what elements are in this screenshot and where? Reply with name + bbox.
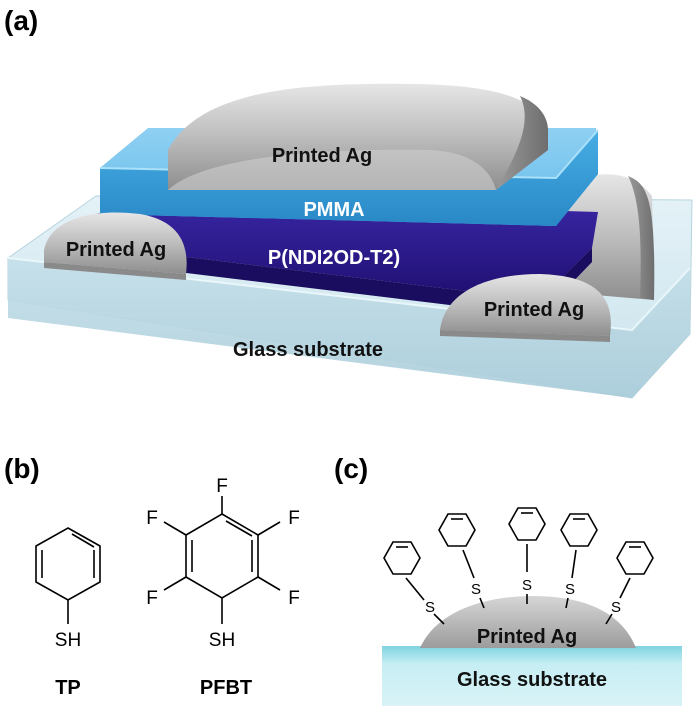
thiol-molecule-1: S	[383, 541, 445, 625]
sulfur-5: S	[611, 599, 621, 616]
pfbt-f-upper-left: F	[146, 508, 158, 529]
sulfur-2: S	[471, 581, 481, 598]
pfbt-thiol: SH	[209, 630, 235, 651]
thiol-molecule-5: S	[605, 541, 654, 625]
pfbt-f-lower-left: F	[146, 588, 158, 609]
sulfur-1: S	[425, 599, 435, 616]
pmma-label: PMMA	[303, 199, 364, 221]
pfbt-f-top: F	[216, 476, 228, 497]
semiconductor-label: P(NDI2OD-T2)	[268, 247, 400, 269]
pfbt-f-upper-right: F	[288, 508, 300, 529]
panel-c-label: (c)	[334, 453, 368, 484]
substrate-label-c: Glass substrate	[457, 669, 607, 691]
panel-b-label: (b)	[4, 453, 40, 484]
glass-substrate-c	[382, 646, 682, 706]
left-electrode	[44, 212, 187, 280]
tp-name: TP	[55, 677, 81, 699]
left-electrode-label: Printed Ag	[66, 239, 166, 261]
tp-molecule: SH TP	[35, 527, 101, 699]
pfbt-f-lower-right: F	[288, 588, 300, 609]
sam-schematic: Printed Ag Glass substrate S S S	[382, 507, 682, 706]
pfbt-molecule: F F F F F SH PFBT	[146, 476, 300, 699]
top-electrode	[168, 83, 548, 190]
right-front-electrode	[440, 274, 611, 342]
top-electrode-label: Printed Ag	[272, 145, 372, 167]
thiol-molecule-3: S	[508, 507, 546, 604]
tp-thiol: SH	[55, 630, 81, 651]
thiol-molecule-2: S	[438, 513, 485, 609]
panel-a-label: (a)	[4, 5, 38, 36]
substrate-label: Glass substrate	[233, 339, 383, 361]
sulfur-4: S	[565, 581, 575, 598]
sulfur-3: S	[522, 577, 532, 594]
printed-ag-dome	[420, 596, 636, 648]
right-electrode-label: Printed Ag	[484, 299, 584, 321]
pfbt-name: PFBT	[200, 677, 252, 699]
device-schematic: Printed Ag PMMA Printed Ag P(NDI2OD-T2) …	[7, 83, 693, 399]
electrode-label-c: Printed Ag	[477, 626, 577, 648]
thiol-molecule-4: S	[560, 513, 598, 609]
